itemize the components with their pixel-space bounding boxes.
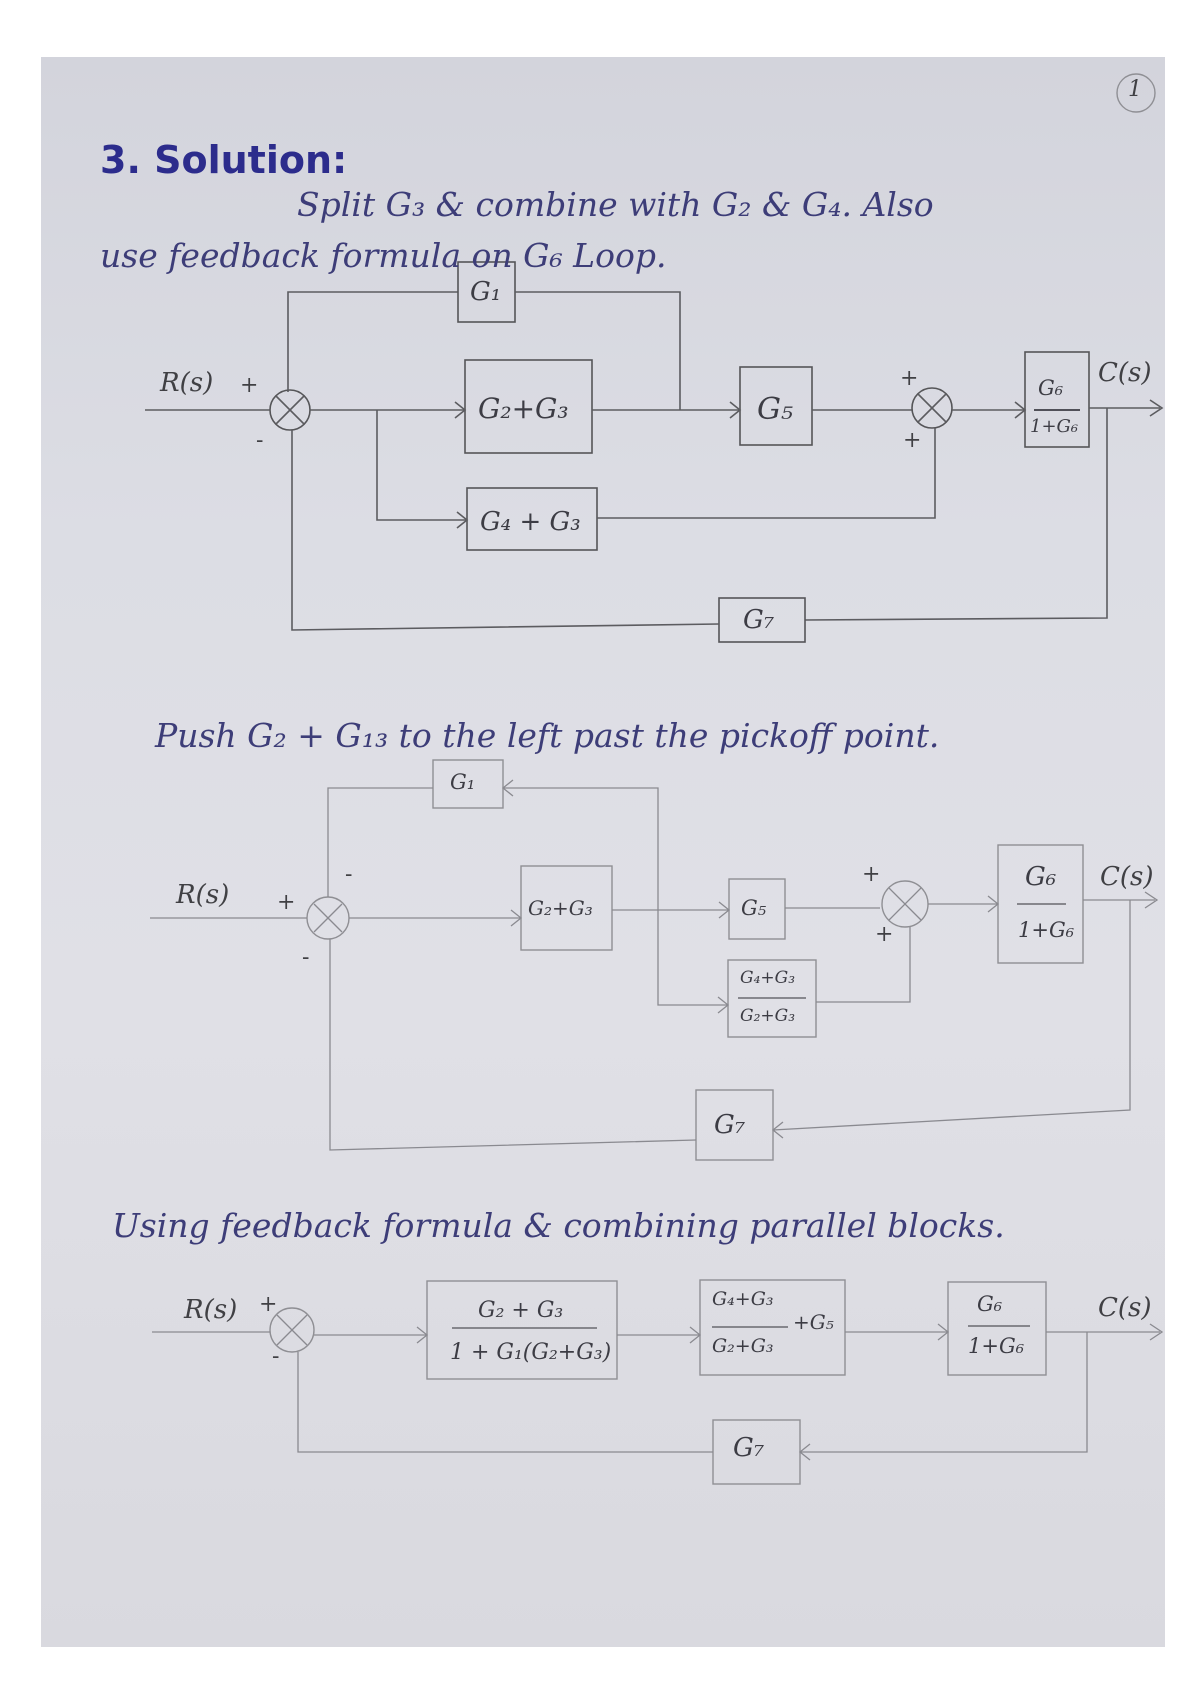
diagram-2 xyxy=(150,759,1159,1161)
g6-denominator: 1+G₆ xyxy=(1018,918,1075,942)
block-g5 xyxy=(739,366,813,446)
g7-label: G₇ xyxy=(743,605,775,635)
instruction-line-1: Split G₃ & combine with G₂ & G₄. Also xyxy=(297,185,934,224)
summing-junction xyxy=(269,1307,315,1353)
g2-g3-label: G₂+G₃ xyxy=(528,896,593,920)
g6-denominator: 1+G₆ xyxy=(968,1334,1025,1358)
diagram-1-sign: + xyxy=(900,366,919,391)
instruction-line-4: Using feedback formula & combining paral… xyxy=(112,1206,1005,1245)
g2-g3-label: G₂+G₃ xyxy=(478,392,569,425)
diagram-3 xyxy=(152,1279,1164,1485)
block-g5 xyxy=(728,878,786,940)
block-feedback-result xyxy=(426,1280,618,1380)
block-g2-g3 xyxy=(520,865,613,951)
block-g4-g3-over-g2-g3 xyxy=(727,959,817,1038)
diagram-1-input-label: R(s) xyxy=(160,368,214,398)
block-g7 xyxy=(718,597,806,643)
diagram-2-sign: + xyxy=(875,922,894,947)
g1-label: G₁ xyxy=(470,277,502,307)
diagram-2-sign: - xyxy=(302,945,310,970)
page-number-circle xyxy=(1116,73,1156,113)
parallel-denominator: G₂+G₃ xyxy=(712,1335,774,1357)
diagram-1-sign: + xyxy=(240,373,259,398)
diagram-2-sign: + xyxy=(277,890,296,915)
diagram-2-sign: - xyxy=(345,862,353,887)
g4-g3-numerator: G₄+G₃ xyxy=(740,968,796,988)
g7-label: G₇ xyxy=(714,1110,746,1140)
diagram-1-sign: + xyxy=(903,428,922,453)
summing-junction-2 xyxy=(911,387,953,429)
g4-g3-label: G₄ + G₃ xyxy=(480,507,581,537)
instruction-line-3: Push G₂ + G₁₃ to the left past the picko… xyxy=(155,716,940,755)
diagram-3-input-label: R(s) xyxy=(184,1295,238,1325)
block-g2-g3 xyxy=(464,359,593,454)
g6-numerator: G₆ xyxy=(1025,862,1057,892)
diagram-2-sign: + xyxy=(862,862,881,887)
diagram-3-output-label: C(s) xyxy=(1098,1293,1152,1323)
diagram-1 xyxy=(145,261,1164,643)
g6-numerator: G₆ xyxy=(1038,376,1064,400)
diagram-2-output-label: C(s) xyxy=(1100,862,1154,892)
solution-heading: 3. Solution: xyxy=(100,138,348,182)
block-g6-loop xyxy=(1024,351,1090,448)
block-parallel-result xyxy=(699,1279,846,1376)
block-g7 xyxy=(695,1089,774,1161)
g7-label: G₇ xyxy=(733,1433,765,1463)
feedback-numerator: G₂ + G₃ xyxy=(478,1298,564,1323)
g5-label: G₅ xyxy=(741,896,767,920)
diagram-1-output-label: C(s) xyxy=(1098,358,1152,388)
g6-numerator: G₆ xyxy=(977,1292,1003,1316)
instruction-line-2: use feedback formula on G₆ Loop. xyxy=(100,236,667,275)
g6-denominator: 1+G₆ xyxy=(1030,416,1079,437)
diagram-3-sign: + xyxy=(259,1292,278,1317)
diagram-3-sign: - xyxy=(272,1344,280,1369)
diagram-2-input-label: R(s) xyxy=(176,880,230,910)
feedback-denominator: 1 + G₁(G₂+G₃) xyxy=(450,1340,612,1365)
g1-label: G₁ xyxy=(450,770,476,794)
parallel-numerator: G₄+G₃ xyxy=(712,1288,774,1310)
parallel-plus-g5: +G₅ xyxy=(793,1310,834,1334)
notebook-page xyxy=(41,57,1165,1647)
block-g6-loop xyxy=(947,1281,1047,1376)
block-g1 xyxy=(432,759,504,809)
g2-g3-denominator: G₂+G₃ xyxy=(740,1006,796,1026)
page-number: 1 xyxy=(1128,77,1142,102)
g5-label: G₅ xyxy=(757,392,793,427)
diagram-1-sign: - xyxy=(256,428,264,453)
